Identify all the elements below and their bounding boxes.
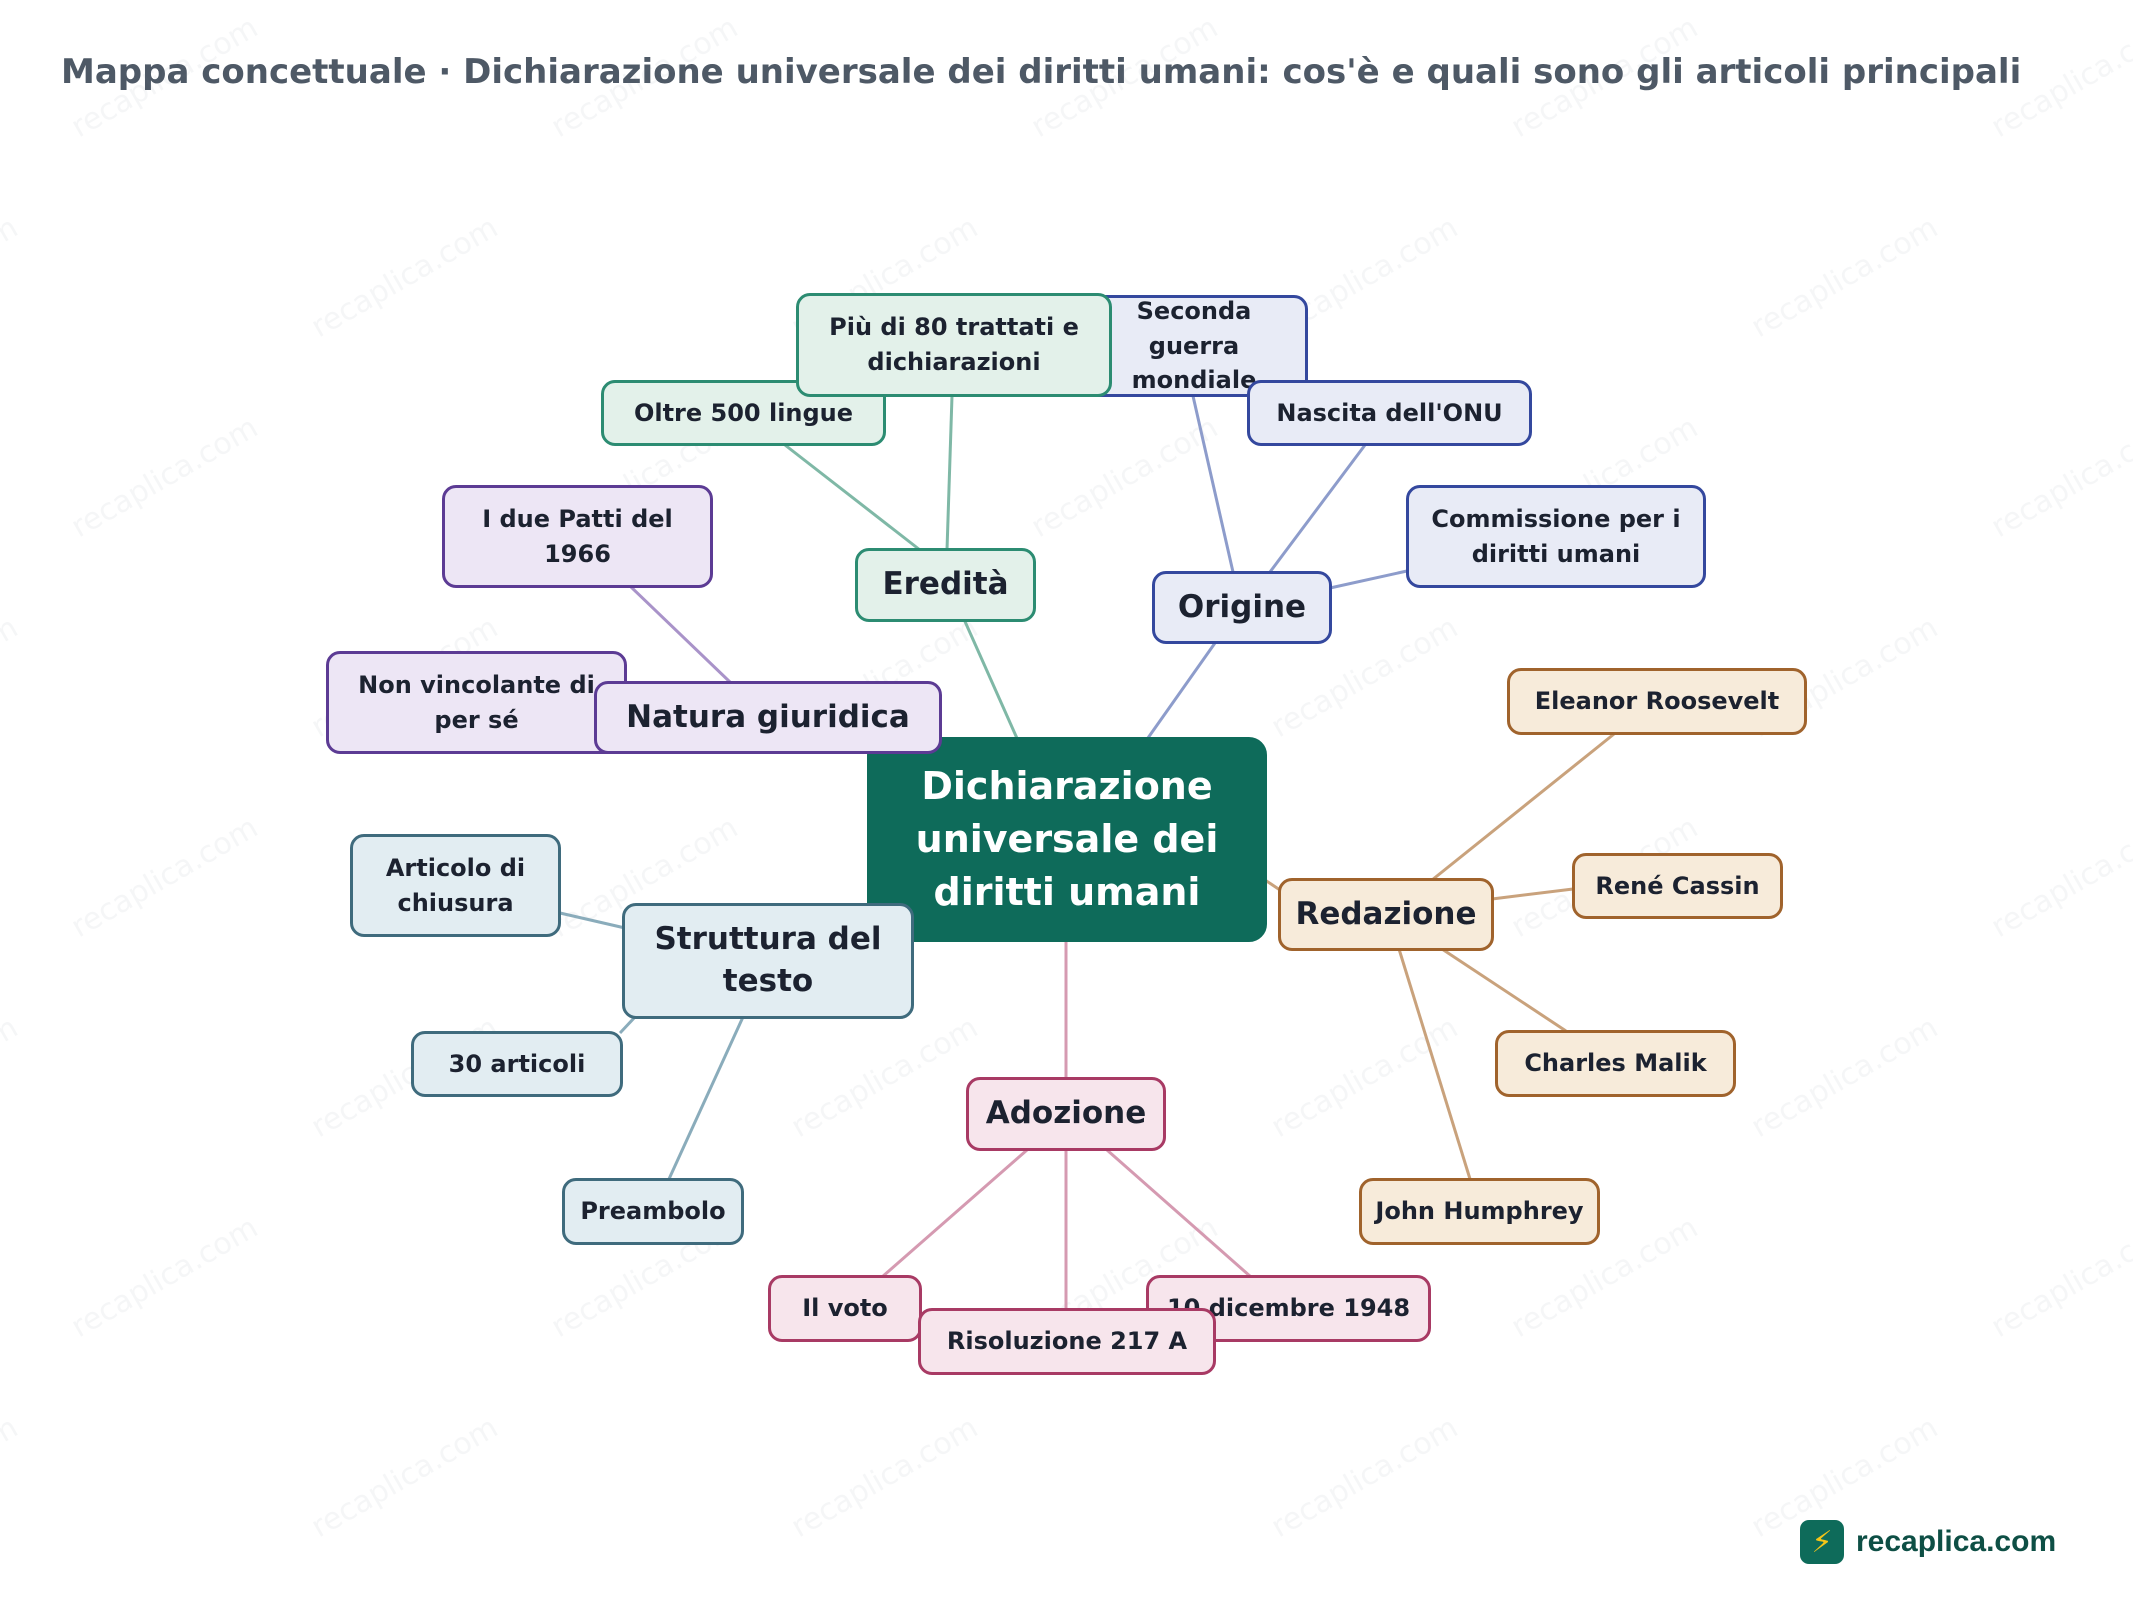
leaf-label: Il voto [802, 1294, 888, 1323]
center-node[interactable]: Dichiarazione universale dei diritti uma… [867, 737, 1267, 942]
branch-origine-label: Origine [1177, 588, 1307, 625]
edge-origine-commissione [1329, 569, 1408, 590]
edge-struttura-chiusura [559, 911, 626, 930]
leaf-label: Commissione per i diritti umani [1431, 504, 1681, 568]
branch-redazione[interactable]: Redazione [1278, 878, 1494, 951]
edge-struttura-preambolo [667, 1016, 745, 1180]
center-node-label: Dichiarazione universale dei diritti uma… [915, 763, 1219, 915]
leaf-piu-di-80-trattati[interactable]: Più di 80 trattati e dichiarazioni [796, 293, 1112, 397]
edge-origine-onu [1268, 444, 1367, 573]
branch-eredita[interactable]: Eredità [855, 548, 1036, 622]
leaf-non-vincolante[interactable]: Non vincolante di per sé [326, 651, 627, 754]
edge-center-eredita [961, 616, 1022, 746]
leaf-eleanor-roosevelt[interactable]: Eleanor Roosevelt [1507, 668, 1807, 735]
leaf-nascita-onu[interactable]: Nascita dell'ONU [1247, 380, 1532, 446]
edge-redazione-malik [1441, 947, 1567, 1033]
leaf-label: Non vincolante di per sé [358, 670, 595, 734]
leaf-label: Seconda guerra mondiale [1131, 296, 1257, 395]
leaf-label: John Humphrey [1375, 1197, 1584, 1226]
leaf-il-voto[interactable]: Il voto [768, 1275, 922, 1342]
leaf-label: Articolo di chiusura [385, 853, 526, 917]
leaf-label: I due Patti del 1966 [482, 504, 673, 568]
branch-adozione[interactable]: Adozione [966, 1077, 1166, 1151]
leaf-30-articoli[interactable]: 30 articoli [411, 1031, 623, 1097]
edge-redazione-cassin [1491, 887, 1574, 901]
edge-center-origine [1141, 642, 1217, 746]
leaf-due-patti-1966[interactable]: I due Patti del 1966 [442, 485, 713, 588]
branch-natura-label: Natura giuridica [626, 698, 910, 735]
leaf-label: 30 articoli [448, 1049, 586, 1078]
leaf-label: Oltre 500 lingue [633, 398, 854, 427]
branch-adozione-label: Adozione [985, 1095, 1147, 1132]
edge-struttura-articoli [618, 1015, 637, 1035]
leaf-rene-cassin[interactable]: René Cassin [1572, 853, 1783, 919]
brand-name: recaplica.com [1856, 1525, 2057, 1558]
leaf-label: Eleanor Roosevelt [1534, 687, 1780, 716]
branch-struttura-label: Struttura del testo [654, 921, 882, 999]
leaf-seconda-guerra-mondiale[interactable]: Seconda guerra mondiale [1080, 295, 1308, 397]
leaf-label: Charles Malik [1524, 1049, 1707, 1078]
leaf-charles-malik[interactable]: Charles Malik [1495, 1030, 1736, 1097]
edge-redazione-humphrey [1397, 948, 1472, 1180]
leaf-john-humphrey[interactable]: John Humphrey [1359, 1178, 1600, 1245]
leaf-commissione-diritti-umani[interactable]: Commissione per i diritti umani [1406, 485, 1706, 588]
recaplica-logo-icon: ⚡ [1800, 1520, 1844, 1564]
leaf-label: Più di 80 trattati e dichiarazioni [829, 313, 1079, 376]
leaf-label: Preambolo [580, 1197, 726, 1226]
leaf-label: Risoluzione 217 A [946, 1327, 1188, 1356]
branch-struttura-del-testo[interactable]: Struttura del testo [622, 903, 914, 1019]
edge-adozione-voto [881, 1148, 1028, 1279]
leaf-preambolo[interactable]: Preambolo [562, 1178, 744, 1245]
leaf-articolo-di-chiusura[interactable]: Articolo di chiusura [350, 834, 561, 937]
leaf-label: René Cassin [1595, 871, 1760, 900]
brand-logo-link[interactable]: ⚡ recaplica.com [1800, 1520, 2056, 1564]
branch-natura-giuridica[interactable]: Natura giuridica [594, 681, 942, 754]
leaf-risoluzione-217a[interactable]: Risoluzione 217 A [918, 1308, 1216, 1375]
branch-origine[interactable]: Origine [1152, 571, 1332, 644]
edge-adozione-data [1106, 1148, 1252, 1279]
branch-redazione-label: Redazione [1295, 895, 1477, 932]
page-title: Mappa concettuale · Dichiarazione univer… [61, 52, 2022, 92]
edge-natura-patti [628, 584, 733, 685]
edge-center-redazione [1264, 878, 1281, 892]
branch-eredita-label: Eredità [882, 566, 1009, 603]
edge-eredita-trattati [945, 395, 954, 551]
edge-origine-guerra [1191, 395, 1235, 573]
edge-redazione-roosevelt [1431, 732, 1615, 882]
leaf-label: Nascita dell'ONU [1276, 398, 1503, 427]
edge-eredita-lingue [784, 443, 921, 552]
